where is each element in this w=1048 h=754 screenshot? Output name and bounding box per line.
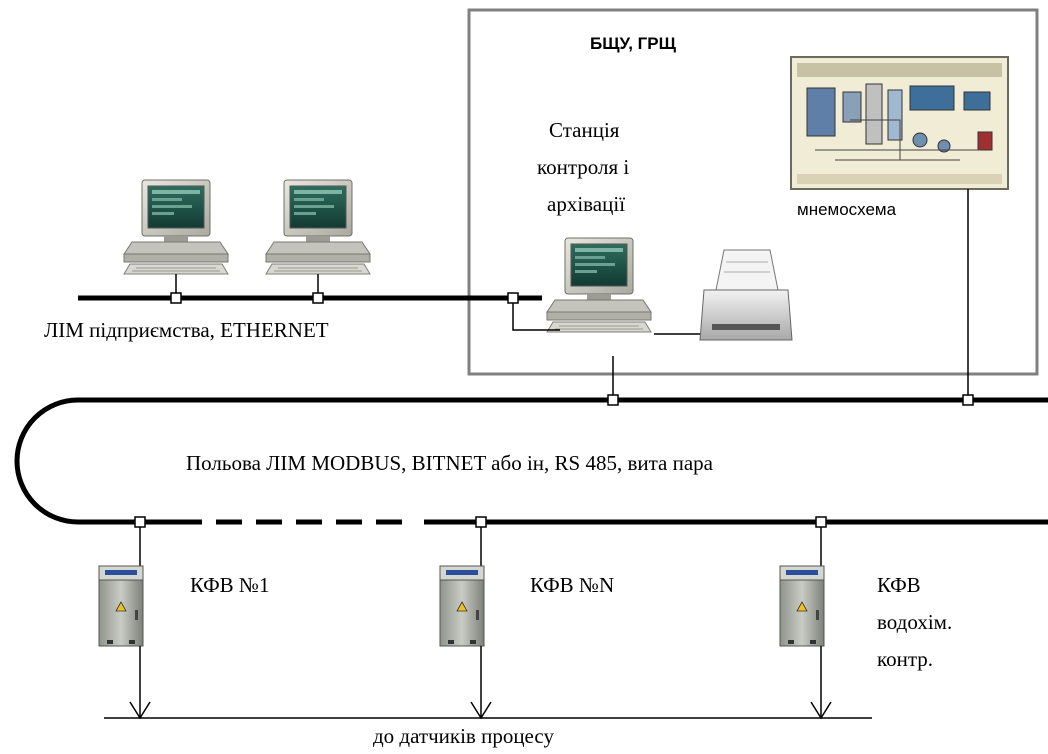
lan-node-3 [507, 292, 519, 304]
field-bus [14, 397, 1048, 525]
cabinet-water-label-2: водохім. [877, 610, 953, 634]
cabinet-1-label: КФВ №1 [190, 573, 270, 597]
cabinet-water [779, 565, 825, 647]
control-room-title: БЩУ, ГРЩ [590, 34, 676, 53]
station-label-line-2: контроля і [537, 155, 630, 179]
field-node-station [607, 394, 619, 406]
cabinet-n-label: КФВ №N [530, 573, 615, 597]
station-computer [546, 237, 652, 333]
cabinet-n [439, 565, 485, 647]
ethernet-label: ЛІМ підприємства, ETHERNET [44, 318, 329, 342]
lan-computer-2 [265, 179, 371, 275]
field-bus-label: Польова ЛІМ MODBUS, BITNET або ін, RS 48… [186, 451, 713, 475]
mimic-panel [790, 56, 1009, 190]
lan-computer-1 [123, 179, 229, 275]
mimic-label: мнемосхема [797, 200, 897, 219]
printer [699, 249, 793, 341]
lan-node-2 [312, 292, 324, 304]
sensors-label: до датчиків процесу [373, 724, 554, 748]
cabinet-1 [98, 565, 144, 647]
cabinet-water-label-3: контр. [877, 647, 934, 671]
field-node-mimic [962, 394, 974, 406]
control-room-frame [467, 8, 1039, 376]
station-label-line-1: Станція [549, 118, 620, 142]
lan-node-1 [170, 292, 182, 304]
station-label-line-3: архівації [547, 192, 626, 216]
cabinet-water-label-1: КФВ [877, 573, 921, 597]
